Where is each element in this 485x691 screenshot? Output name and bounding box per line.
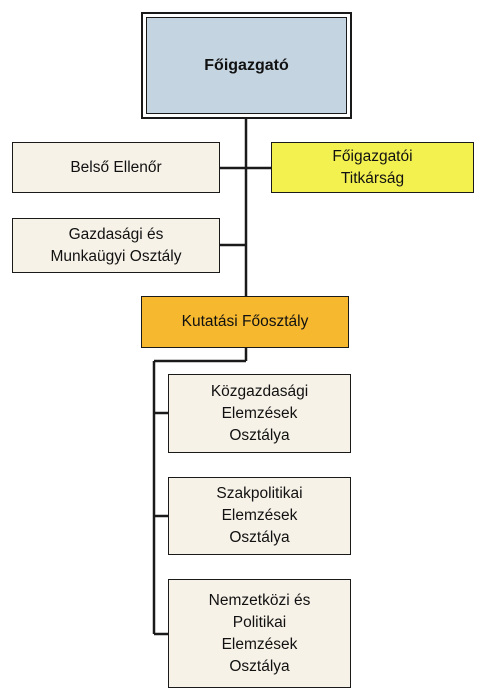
sectoral-policy-dept-box: Szakpolitikai Elemzések Osztálya <box>168 477 351 555</box>
secretariat-box: Főigazgatói Titkárság <box>271 142 474 193</box>
economic-labour-dept-box: Gazdasági és Munkaügyi Osztály <box>12 218 220 273</box>
director-label: Főigazgató <box>146 17 347 114</box>
economic-analysis-dept-box: Közgazdasági Elemzések Osztálya <box>168 374 351 453</box>
intl-political-dept-box: Nemzetközi és Politikai Elemzések Osztál… <box>168 579 351 688</box>
research-division-box: Kutatási Főosztály <box>141 296 349 348</box>
director-box: Főigazgató <box>141 12 352 119</box>
internal-auditor-box: Belső Ellenőr <box>12 142 220 193</box>
